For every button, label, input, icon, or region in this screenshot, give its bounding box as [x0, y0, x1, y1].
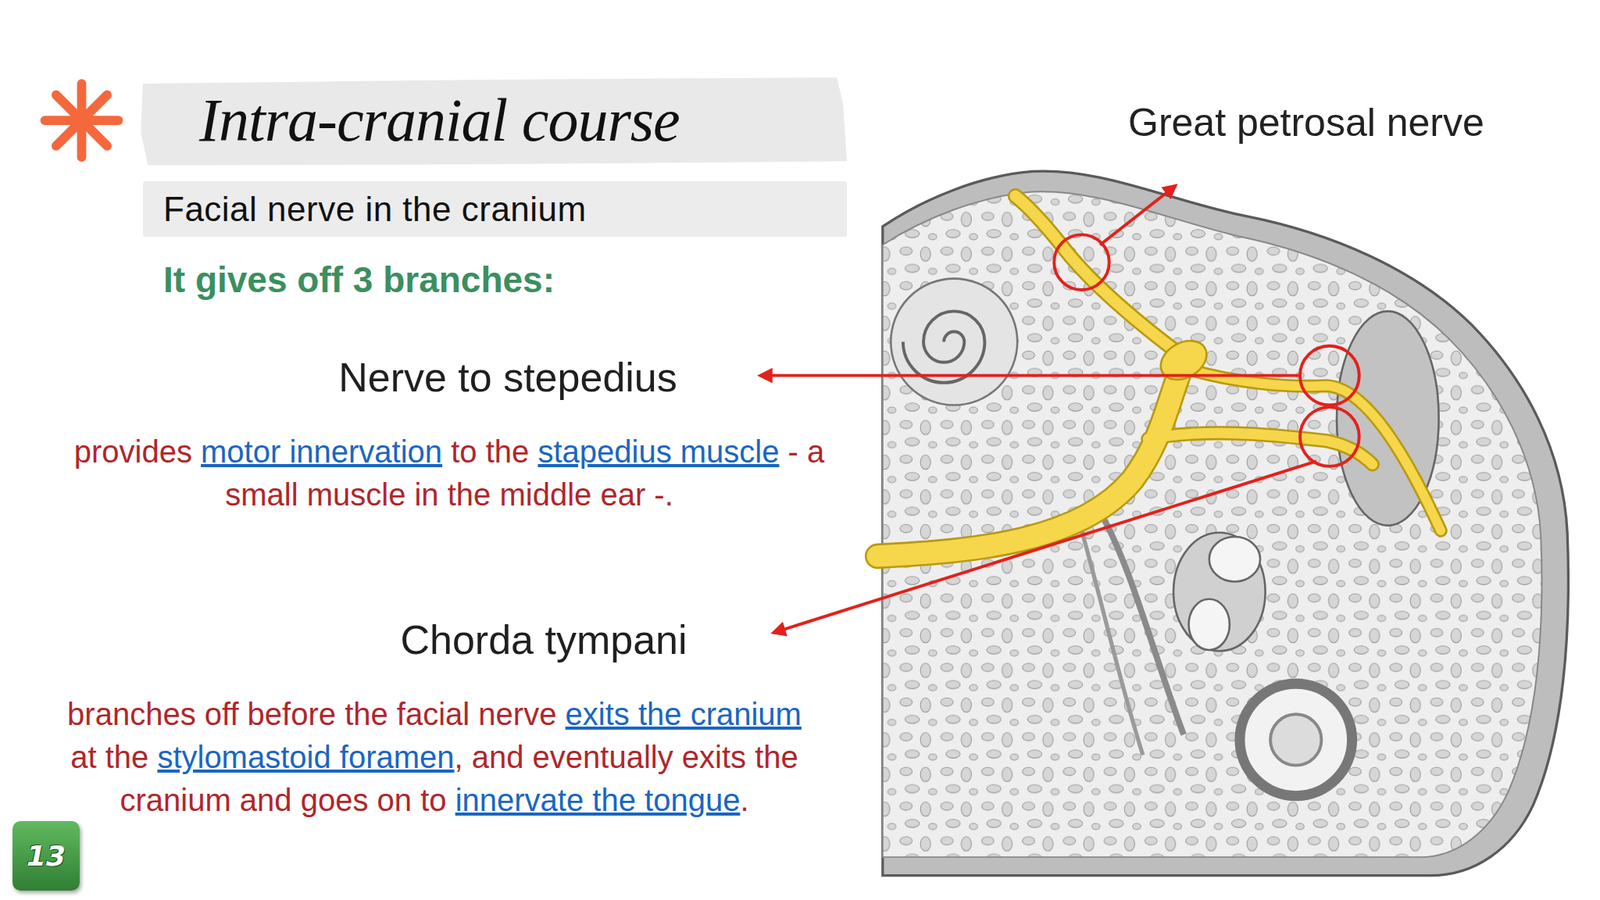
geniculate-ganglion: [1153, 332, 1214, 388]
temporal-bone-outline: [882, 171, 1569, 876]
slide-title: Intra-cranial course: [199, 83, 680, 158]
leader-arrow: [760, 374, 1301, 378]
asterisk-icon: [44, 83, 118, 158]
nerve-trunk: [877, 362, 1184, 557]
highlight-circle: [1300, 346, 1360, 406]
linked-term: exits the cranium: [565, 696, 802, 732]
linked-term: stylomastoid foramen: [157, 739, 454, 775]
box-text: 13: [26, 839, 66, 872]
chorda-description: branches off before the facial nerve exi…: [58, 692, 811, 822]
linked-term: motor innervation: [200, 434, 443, 469]
asterisk-arm: [56, 94, 108, 146]
asterisk-arm: [56, 94, 108, 146]
vestibule: [1270, 714, 1322, 765]
subtitle-band: Facial nerve in the cranium: [142, 181, 847, 237]
chorda-branch-edge: [1147, 432, 1372, 465]
description-text: provides: [74, 434, 193, 469]
ossicle: [1189, 599, 1230, 650]
description-text: branches off before the facial nerve: [67, 696, 557, 732]
highlight-circles: [1053, 234, 1360, 466]
page-number-box: 13: [12, 821, 80, 891]
title-brush-band: [140, 77, 847, 165]
slide-graphics: [44, 77, 1568, 875]
description-text: at the: [70, 739, 149, 775]
linked-term: stapedius muscle: [537, 434, 779, 469]
stapedius-description: provides motor innervation to the staped…: [58, 430, 840, 517]
cochlea-spiral: [903, 310, 985, 383]
petrosal-branch: [1015, 196, 1185, 358]
tympanic-segment-edge: [1189, 369, 1442, 531]
leader-arrows: [760, 185, 1317, 633]
ossicle: [1209, 536, 1261, 582]
leader-arrow: [773, 460, 1317, 633]
ossicle-cluster: [1173, 532, 1266, 652]
chorda-branch: [1147, 432, 1372, 465]
tympanic-segment: [1189, 369, 1442, 531]
branch-name: Nerve to stepedius: [117, 353, 899, 402]
linked-term: innervate the tongue: [455, 782, 741, 818]
description-text: to the: [450, 434, 529, 469]
petrosal-branch-edge: [1015, 196, 1185, 358]
vessel: [1102, 515, 1184, 736]
semicircular-canal: [1239, 683, 1353, 797]
cochlea: [890, 278, 1018, 406]
branch-intro: It gives off 3 branches:: [163, 258, 555, 302]
description-text: .: [739, 782, 749, 818]
leader-arrow: [1100, 185, 1176, 246]
highlight-circle: [1300, 407, 1360, 467]
branch-name: Chorda tympani: [153, 615, 935, 665]
vessel: [1081, 530, 1143, 755]
nerve-trunk-edge: [877, 362, 1184, 557]
branch-name: Great petrosal nerve: [1128, 99, 1485, 147]
box-text: Facial nerve in the cranium: [163, 189, 587, 229]
temporal-bone-interior: [882, 191, 1543, 858]
